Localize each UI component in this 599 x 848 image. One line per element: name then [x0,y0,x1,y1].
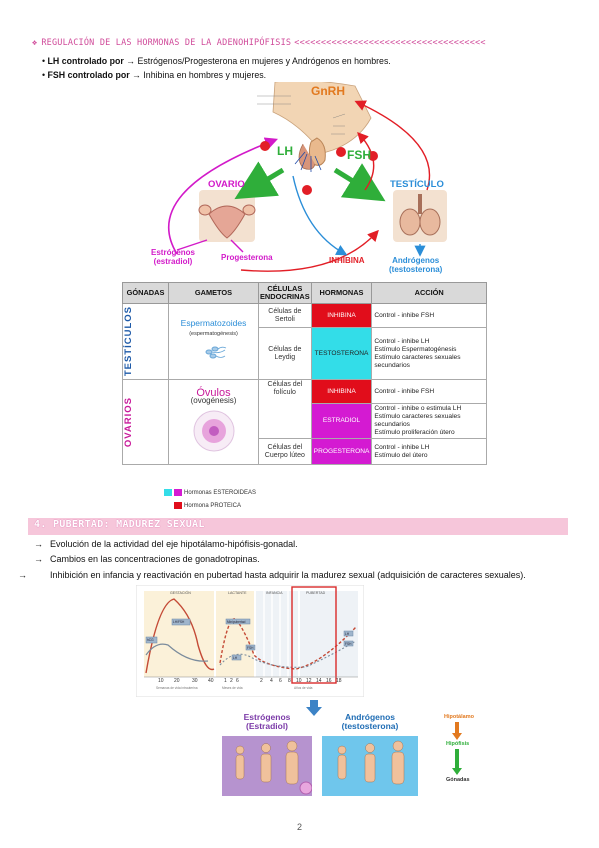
diagram-illustration [167,80,447,272]
header-gametos: GAMETOS [168,282,259,304]
section-title: ❖REGULACIÓN DE LAS HORMONAS DE LA ADENOH… [32,38,486,48]
arrow-icon: → [34,554,43,564]
legend-steroid: Hormonas ESTEROIDEAS [164,489,256,496]
header-celulas: CÉLULAS ENDOCRINAS [258,282,312,304]
lh-label: LH [277,144,293,158]
section-4-bar [28,518,568,535]
bullet-dot-icon: • [42,70,46,80]
swatch-magenta [174,489,182,496]
estrogenos-label: Estrógenos (estradiol) [151,248,196,266]
label-lh-2: LH [345,632,350,636]
sperm-icon [205,346,226,358]
table-row: TESTÍCULOS Espermatozoides (espermatogén… [122,303,487,380]
table-header-row: GÓNADAS GAMETOS CÉLULAS ENDOCRINAS HORMO… [122,282,487,304]
action-cuerpo-luteo: Control - inhibe LH Estímulo del útero [371,438,487,465]
phase-infancia: INFANCIA [266,591,283,595]
axis-group-intrauterina: Semanas de vida intrauterina [156,686,198,690]
gonads-table: GÓNADAS GAMETOS CÉLULAS ENDOCRINAS HORMO… [122,282,487,465]
gonadotropin-chart: GESTACIÓN LACTANTE INFANCIA PUBERTAD hCG… [135,584,365,698]
legend-protein: Hormona PROTEICA [174,502,241,509]
hormone-inhibina-t: INHIBINA [310,303,373,328]
orange-down-arrow-icon [452,722,462,740]
green-down-arrow-icon [452,749,462,775]
label-fsh-1: FSH [247,646,254,650]
hormone-progesterona: PROGESTERONA [310,438,373,465]
header-gonadas: GÓNADAS [122,282,169,304]
table-row: OVARIOS Óvulos (ovogénesis) Células del … [122,379,487,465]
cells-cuerpo-luteo: Células del Cuerpo lúteo [258,438,312,465]
bullet-dot-icon: • [42,56,46,66]
swatch-red [174,502,182,509]
list-item: →Evolución de la actividad del eje hipot… [34,539,298,549]
cells-sertoli: Células de Sertoli [258,303,312,328]
table-row: Células del Cuerpo lúteo PROGESTERONA Co… [123,438,487,465]
bottom-estrogenos-label: Estrógenos (Estradiol) [243,712,291,731]
label-lhfsh: LH/FSH [173,620,185,624]
bottom-androgenos-label: Andrógenos (testosterona) [341,712,399,731]
ovum-icon [193,410,234,451]
arrow-icon: → [34,539,43,549]
hormone-testosterona: TESTOSTERONA [310,327,373,380]
phase-pubertad: PUBERTAD [306,591,326,595]
bullet-lh: • LH controlado por → Estrógenos/Progest… [42,56,391,66]
chart-svg [135,584,365,698]
action-estradiol: Control - inhibe o estimula LH Estímulo … [371,403,487,439]
list-item: →Cambios en las concentraciones de gonad… [34,554,260,564]
axis-group-anos: Años de vida [294,686,313,690]
list-item: →Inhibición en infancia y reactivación e… [18,570,526,580]
hormone-regulation-diagram: GnRH LH FSH OVARIO TESTÍCULO Estrógenos … [145,80,470,280]
gnrh-label: GnRH [311,84,345,98]
arrow-icon: → [132,70,141,80]
male-figures-icon [337,740,405,785]
phase-lactante: LACTANTE [228,591,247,595]
label-lh-1: LH [233,656,238,660]
hipotalamo-label: Hipotálamo [444,714,474,720]
androgenos-label: Andrógenos (testosterona) [389,256,443,274]
action-leydig: Control - inhibe LH Estímulo Espermatogé… [371,327,487,380]
section-4-title: 4. PUBERTAD: MADUREZ SEXUAL [34,519,205,530]
header-hormonas: HORMONAS [310,282,373,304]
label-fsh-2: FSH [345,642,352,646]
arrow-icon: → [18,570,27,580]
phase-gestacion: GESTACIÓN [170,591,191,595]
page-number: 2 [297,822,303,832]
action-foliculo-inhibina: Control - inhibe FSH [371,379,487,404]
arrow-icon: → [126,56,136,66]
inhibina-label: INHIBINA [329,256,365,265]
fsh-label: FSH [347,148,371,162]
cells-foliculo: Células del folículo [258,379,312,439]
gamete-espermatozoides: Espermatozoides (espermatogénesis) [168,303,259,380]
header-accion: ACCIÓN [371,282,487,304]
gonadas-label: Gónadas [446,777,470,783]
female-development-panel [222,736,313,796]
hipofisis-label: Hipófisis [446,741,470,747]
hormone-estradiol: ESTRADIOL [310,403,373,439]
swatch-cyan [164,489,172,496]
diamond-icon: ❖ [32,38,38,48]
table-row: ESTRADIOL Control - inhibe o estimula LH… [123,403,487,439]
cells-leydig: Células de Leydig [258,327,312,380]
progesterona-label: Progesterona [221,253,273,262]
down-arrow-icon [306,700,322,716]
bullet-fsh: • FSH controlado por → Inhibina en hombr… [42,70,267,80]
label-hcg: hCG [147,638,154,642]
gonad-ovarios: OVARIOS [122,379,169,465]
male-development-panel [322,736,418,796]
hormone-inhibina-o: INHIBINA [310,379,373,404]
gonad-testiculos: TESTÍCULOS [122,303,169,380]
testiculo-label: TESTÍCULO [390,179,444,190]
action-sertoli: Control - inhibe FSH [371,303,487,328]
label-minipubertad: Minipubertad [227,620,246,624]
gamete-ovulos: Óvulos (ovogénesis) [168,379,259,465]
ovario-label: OVARIO [208,179,245,190]
axis-group-meses: Meses de vida [222,686,243,690]
female-figures-icon [235,740,313,795]
